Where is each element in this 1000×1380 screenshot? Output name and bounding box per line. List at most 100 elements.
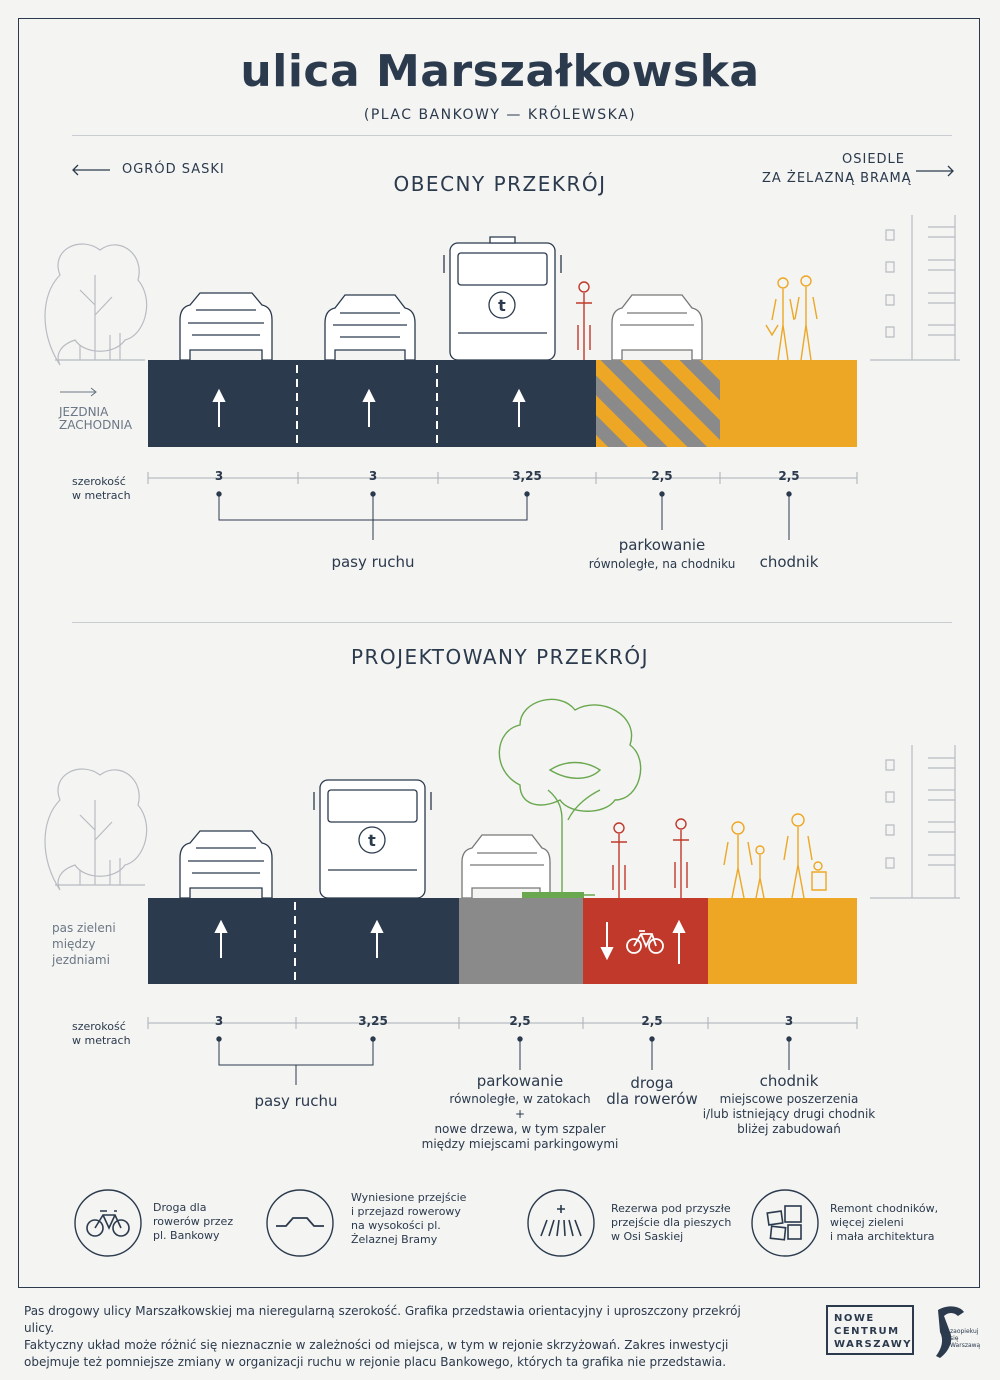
feature-4-text-1: Remont chodników, bbox=[830, 1202, 939, 1215]
car-icon bbox=[179, 830, 273, 899]
svg-text:t: t bbox=[498, 296, 506, 315]
projected-width-5: 3 bbox=[784, 1014, 794, 1028]
projected-side-label-3: jezdniami bbox=[52, 953, 110, 967]
projected-width-label-1: szerokość bbox=[72, 1020, 126, 1033]
feature-2-text-4: Żelaznej Bramy bbox=[351, 1233, 438, 1246]
current-cross-section: t bbox=[44, 215, 960, 447]
feature-1-text-1: Droga dla bbox=[153, 1201, 207, 1214]
projected-width-4: 2,5 bbox=[641, 1014, 663, 1028]
car-icon bbox=[179, 292, 273, 361]
direction-left: OGRÓD SASKI bbox=[122, 162, 225, 177]
raised-crossing-icon bbox=[276, 1217, 324, 1227]
parked-car-icon bbox=[611, 294, 703, 361]
section-divider bbox=[72, 622, 952, 623]
arrow-right-icon bbox=[916, 165, 954, 177]
projected-side-label-2: między bbox=[52, 937, 96, 951]
building-sketch-icon bbox=[870, 215, 960, 361]
projected-label-parking-sub1: równoległe, w zatokach bbox=[449, 1092, 591, 1106]
projected-label-lanes: pasy ruchu bbox=[254, 1092, 338, 1110]
projected-label-sidewalk-sub2: i/lub istniejący drugi chodnik bbox=[702, 1107, 876, 1121]
logo-right-text: zaopiekuj się Warszawą bbox=[950, 1328, 981, 1349]
feature-4-text-2: więcej zieleni bbox=[830, 1216, 904, 1229]
bus-icon: t bbox=[443, 236, 562, 361]
arrow-up-icon bbox=[214, 919, 686, 964]
page-frame bbox=[18, 18, 980, 1288]
page-subtitle: (PLAC BANKOWY — KRÓLEWSKA) bbox=[363, 107, 637, 123]
paving-icon bbox=[766, 1205, 802, 1241]
footer-line-3: obejmuje też pomniejsze zmiany w organiz… bbox=[24, 1355, 727, 1369]
arrow-down-icon bbox=[600, 922, 614, 961]
projected-label-bike: droga bbox=[630, 1074, 674, 1092]
sidewalk-current bbox=[720, 360, 857, 447]
parking-projected bbox=[459, 898, 583, 984]
bicycle-icon bbox=[626, 930, 664, 954]
car-icon bbox=[324, 294, 416, 361]
projected-label-sidewalk-sub3: bliżej zabudowań bbox=[737, 1122, 841, 1136]
bus-icon: t bbox=[313, 779, 432, 899]
feature-icons bbox=[74, 1189, 819, 1257]
cyclist-icon bbox=[576, 281, 592, 360]
current-section-title: OBECNY PRZEKRÓJ bbox=[393, 172, 607, 196]
svg-text:t: t bbox=[368, 831, 376, 850]
tree-sketch-icon bbox=[44, 243, 148, 366]
cyclist-icon bbox=[611, 818, 689, 898]
direction-right-1: OSIEDLE bbox=[842, 152, 905, 167]
projected-width-label-2: w metrach bbox=[72, 1034, 131, 1047]
lane-current-3 bbox=[438, 360, 596, 447]
current-dimension-lines bbox=[147, 472, 858, 540]
projected-dimension-lines bbox=[147, 1017, 858, 1085]
projected-label-sidewalk-sub1: miejscowe poszerzenia bbox=[719, 1092, 859, 1106]
arrow-up-icon bbox=[212, 388, 526, 427]
sidewalk-projected bbox=[708, 898, 857, 984]
current-side-label-2: ZACHODNIA bbox=[59, 418, 133, 432]
green-strip bbox=[522, 892, 584, 899]
feature-1-text-3: pl. Bankowy bbox=[153, 1229, 220, 1242]
logo-nowe-centrum-warszawy: NOWE CENTRUM WARSZAWY bbox=[826, 1305, 914, 1355]
feature-1-text-2: rowerów przez bbox=[153, 1215, 234, 1228]
projected-label-parking-sub3: nowe drzewa, w tym szpaler bbox=[434, 1122, 606, 1136]
current-width-2: 3 bbox=[368, 469, 378, 483]
current-label-sidewalk: chodnik bbox=[759, 553, 819, 571]
projected-section-title: PROJEKTOWANY PRZEKRÓJ bbox=[350, 645, 650, 669]
building-sketch-icon bbox=[870, 745, 960, 899]
current-width-5: 2,5 bbox=[778, 469, 800, 483]
projected-label-parking: parkowanie bbox=[476, 1072, 564, 1090]
bike-path-projected bbox=[583, 898, 708, 984]
feature-4-text-3: i mała architektura bbox=[830, 1230, 935, 1243]
footer-line-2: Faktyczny układ może różnić się nieznacz… bbox=[24, 1338, 729, 1352]
footer-note: Pas drogowy ulicy Marszałkowskiej ma nie… bbox=[24, 1303, 764, 1371]
arrow-right-small-icon bbox=[60, 387, 97, 397]
direction-right-2: ZA ŻELAZNĄ BRAMĄ bbox=[762, 171, 912, 186]
projected-width-1: 3 bbox=[214, 1014, 224, 1028]
arrow-left-icon bbox=[72, 164, 110, 176]
projected-label-parking-sub4: między miejscami parkingowymi bbox=[421, 1137, 619, 1151]
feature-2-text-1: Wyniesione przejście bbox=[351, 1191, 467, 1204]
feature-2-text-2: i przejazd rowerowy bbox=[351, 1205, 461, 1218]
current-width-label-2: w metrach bbox=[72, 489, 131, 502]
parked-car-icon bbox=[461, 834, 551, 899]
pedestrians-icon bbox=[723, 813, 827, 899]
current-side-label-1: JEZDNIA bbox=[59, 405, 109, 419]
projected-side-label-1: pas zieleni bbox=[52, 921, 116, 935]
mermaid-logo-icon bbox=[936, 1306, 964, 1358]
tree-sketch-icon bbox=[44, 768, 148, 891]
current-width-label-1: szerokość bbox=[72, 475, 126, 488]
projected-label-sidewalk: chodnik bbox=[759, 1072, 819, 1090]
projected-label-bike-2: dla rowerów bbox=[606, 1090, 698, 1108]
feature-2-text-3: na wysokości pl. bbox=[351, 1219, 441, 1232]
lane-current-1 bbox=[148, 360, 298, 447]
current-label-lanes: pasy ruchu bbox=[331, 553, 415, 571]
header-divider bbox=[72, 135, 952, 136]
page-title: ulica Marszałkowska bbox=[240, 46, 760, 97]
bicycle-icon bbox=[86, 1210, 130, 1237]
current-label-parking: parkowanie bbox=[618, 536, 706, 554]
logo-line-1: NOWE bbox=[834, 1313, 875, 1324]
projected-cross-section: t bbox=[44, 698, 960, 984]
projected-width-2: 3,25 bbox=[358, 1014, 388, 1028]
feature-3-text-2: przejście dla pieszych bbox=[611, 1216, 732, 1229]
logo-line-2: CENTRUM bbox=[834, 1326, 900, 1337]
pedestrians-icon bbox=[765, 275, 818, 361]
current-label-parking-sub: równoległe, na chodniku bbox=[588, 557, 736, 571]
crosswalk-icon bbox=[540, 1205, 582, 1237]
feature-3-text-1: Rezerwa pod przyszłe bbox=[611, 1202, 731, 1215]
